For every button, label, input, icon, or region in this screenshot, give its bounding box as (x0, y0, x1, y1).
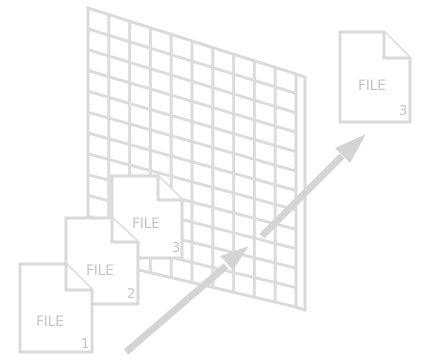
grid-row-line (87, 27, 297, 95)
file-1-number: 1 (81, 337, 89, 352)
grid-row-line (87, 152, 297, 212)
arrow-out-icon (259, 134, 366, 239)
file-passed-number: 3 (399, 104, 407, 119)
file-1-fold (64, 264, 92, 292)
file-1-label: FILE (36, 314, 64, 330)
grid-row-line (87, 69, 297, 134)
arrow-in-icon (123, 246, 249, 355)
file-3-fold (156, 176, 182, 202)
file-3-number: 3 (172, 241, 180, 256)
file-2-number: 2 (127, 287, 135, 302)
grid-row-line (87, 110, 297, 173)
file-passed-label: FILE (358, 78, 386, 94)
grid-row-line (87, 48, 297, 115)
file-3-label: FILE (132, 216, 160, 232)
file-2-label: FILE (86, 263, 114, 279)
file-doc-1: FILE 1 (18, 262, 94, 354)
file-passed-fold (382, 32, 410, 60)
grid-row-line (87, 89, 297, 154)
file-2-fold (110, 218, 138, 244)
grid-row-line (87, 131, 297, 192)
file-doc-passed: FILE 3 (338, 30, 412, 124)
